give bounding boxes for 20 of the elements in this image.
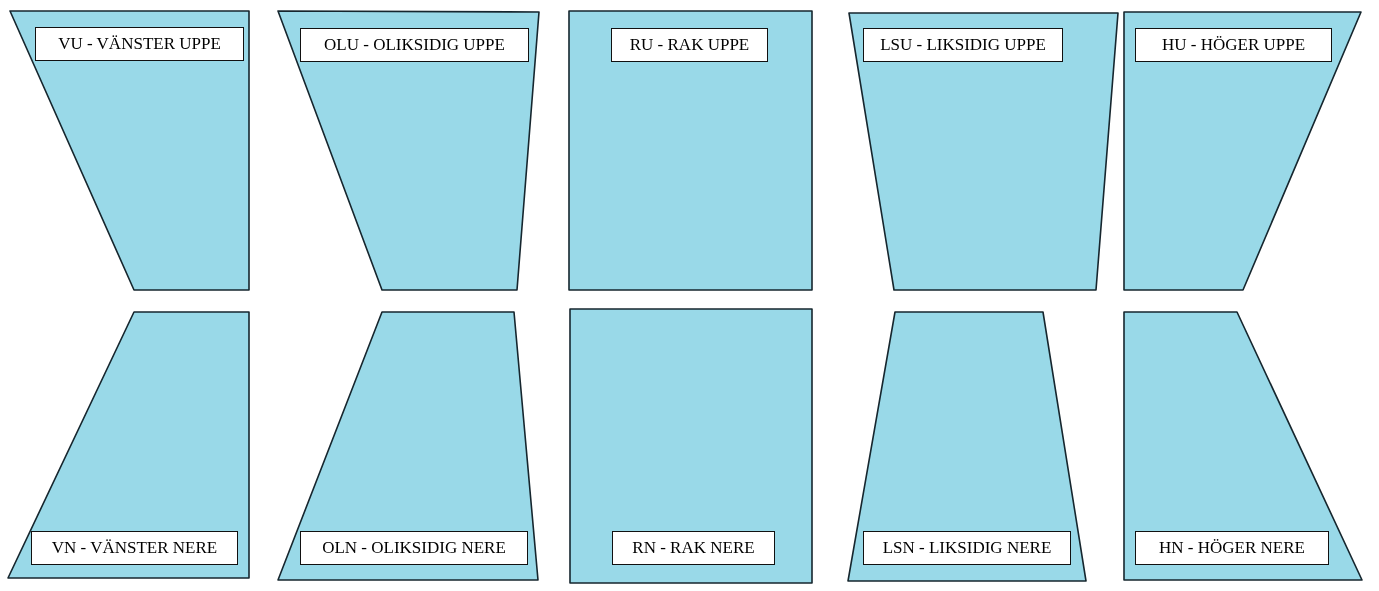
trapezoid-panel (849, 13, 1118, 290)
trapezoid-panel (1124, 12, 1361, 290)
rectangle-panel (569, 11, 812, 290)
panel-label: RN - RAK NERE (612, 531, 775, 565)
panel-label: LSN - LIKSIDIG NERE (863, 531, 1071, 565)
panel-label: VU - VÄNSTER UPPE (35, 27, 244, 61)
panel-label: OLN - OLIKSIDIG NERE (300, 531, 528, 565)
trapezoid-panel (10, 11, 249, 290)
panel-label: HN - HÖGER NERE (1135, 531, 1329, 565)
trapezoid-panel (278, 11, 539, 290)
trapezoid-panel (278, 312, 538, 580)
panel-label: HU - HÖGER UPPE (1135, 28, 1332, 62)
rectangle-panel (570, 309, 812, 583)
panel-label: RU - RAK UPPE (611, 28, 768, 62)
panel-label: OLU - OLIKSIDIG UPPE (300, 28, 529, 62)
panel-label: VN - VÄNSTER NERE (31, 531, 238, 565)
trapezoid-panel (848, 312, 1086, 581)
trapezoid-panel (8, 312, 249, 578)
panel-label: LSU - LIKSIDIG UPPE (863, 28, 1063, 62)
trapezoid-panel (1124, 312, 1362, 580)
